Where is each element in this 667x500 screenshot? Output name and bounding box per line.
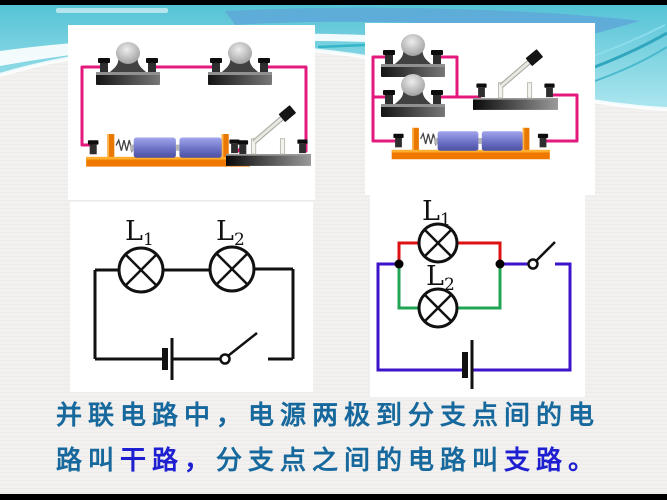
junction-dot-left: [394, 259, 404, 269]
switch-lever: [227, 332, 258, 357]
caption-line-2: 路叫干路，分支点之间的电路叫支路。: [56, 439, 641, 484]
parallel-circuit-diagram: L1 L2: [376, 196, 572, 389]
caption-segment: 路叫: [56, 446, 121, 476]
bulb-illustration: [96, 42, 160, 85]
series-circuit-photo-panel: [68, 25, 315, 200]
lamp2-cross: [215, 252, 249, 286]
bottom-border: [0, 494, 667, 500]
lamp1-label: L1: [422, 196, 451, 230]
caption-line-1: 并联电路中，电源两极到分支点间的电: [56, 394, 641, 439]
top-border: [0, 0, 667, 5]
caption-text: 并联电路中，电源两极到分支点间的电 路叫干路，分支点之间的电路叫支路。: [56, 394, 641, 484]
lamp1-cross: [423, 228, 453, 258]
caption-segment-emphasis: 支路。: [504, 446, 601, 476]
photo-wire: [371, 55, 398, 143]
caption-segment: 并联电路中，电源两极到分支点间的电: [56, 401, 601, 431]
parallel-circuit-diagram-panel: L1 L2: [370, 192, 585, 397]
main-wire: [376, 262, 572, 372]
knife-switch-illustration: [226, 105, 311, 166]
lamp2-label: L2: [216, 216, 245, 250]
lamp2-cross: [423, 293, 453, 323]
bulb-illustration: [381, 34, 445, 77]
lamp1-label: L1: [125, 216, 154, 250]
circuit-wire: [93, 267, 295, 361]
battery-holder-illustration: [392, 128, 550, 159]
photo-wire: [544, 93, 579, 143]
junction-dot-right: [495, 259, 505, 269]
bulb-illustration: [381, 74, 445, 117]
bulb-illustration: [208, 42, 272, 85]
series-circuit-photo: [80, 25, 315, 200]
branch2-wire: [397, 264, 502, 310]
switch-pivot: [219, 353, 231, 365]
lamp1-cross: [124, 253, 158, 287]
parallel-circuit-photo-panel: [365, 23, 595, 195]
lamp2-label: L2: [426, 261, 455, 295]
series-circuit-diagram: L1 L2: [93, 216, 295, 380]
photo-wire: [437, 55, 459, 99]
photo-wire: [80, 65, 104, 147]
switch-lever: [535, 241, 556, 262]
switch-pivot: [527, 258, 539, 270]
battery-holder-illustration: [86, 134, 250, 167]
caption-segment-emphasis: 干路，: [120, 446, 217, 476]
series-circuit-diagram-panel: L1 L2: [70, 202, 313, 392]
caption-segment: 分支点之间的电路叫: [216, 446, 505, 476]
knife-switch-illustration: [473, 49, 558, 110]
watermark-text-strip: [56, 8, 168, 13]
branch1-wire: [397, 241, 502, 264]
parallel-circuit-photo: [371, 23, 579, 195]
